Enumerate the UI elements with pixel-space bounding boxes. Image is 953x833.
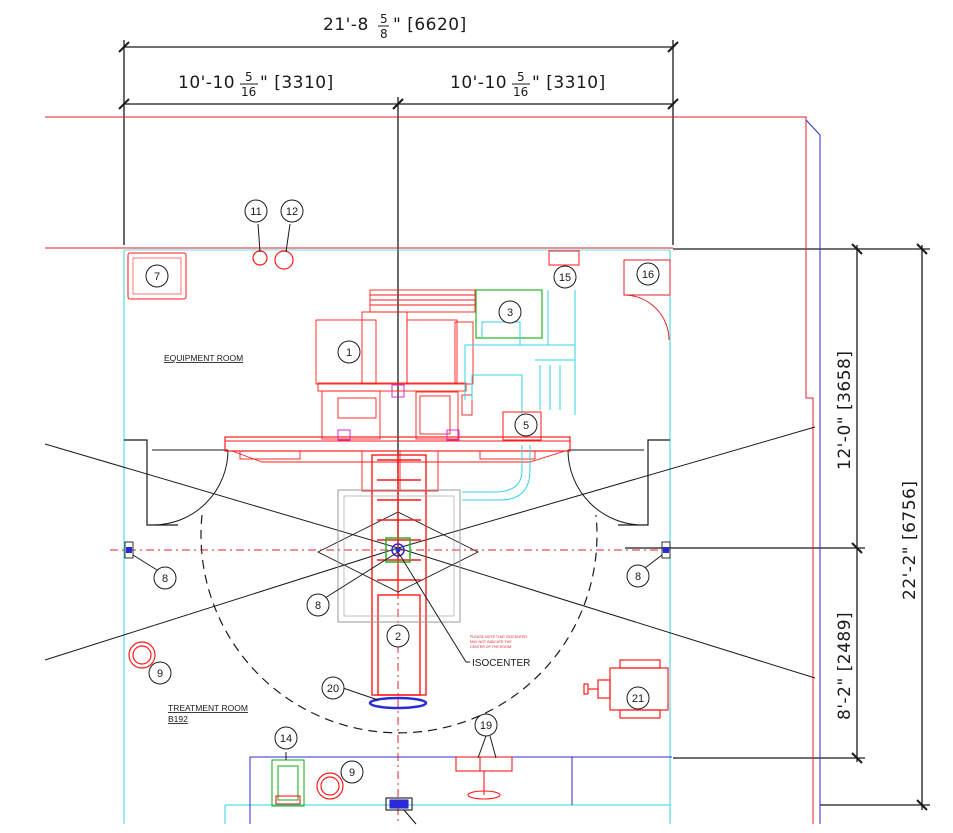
unit-21-fixture xyxy=(583,659,669,719)
linac-machine xyxy=(224,289,571,492)
treatment-room-label: TREATMENT ROOM xyxy=(168,703,248,713)
callout-bubbles xyxy=(145,199,660,784)
treatment-room-number: B192 xyxy=(168,714,188,724)
lower-depth-dimension: 8'-2" [2489] xyxy=(835,612,855,720)
unit-7-box xyxy=(127,252,187,300)
callout-8-left: 8 xyxy=(162,573,168,585)
callout-21: 21 xyxy=(632,693,644,705)
left-half-dimension: 10'-10 5 16 " [3310] xyxy=(178,70,334,99)
left-half-main: 10'-10 xyxy=(178,73,235,93)
red-circles xyxy=(128,250,344,800)
left-half-num: 5 xyxy=(245,70,253,84)
equipment-room-label: EQUIPMENT ROOM xyxy=(164,353,243,363)
cyan-piping xyxy=(462,290,576,501)
callout-20: 20 xyxy=(327,683,339,695)
treatment-arc xyxy=(200,514,598,734)
upper-depth-dimension: 12'-0" [3658] xyxy=(835,350,855,470)
callout-9-upper: 9 xyxy=(157,668,163,680)
right-dimensions xyxy=(625,243,930,811)
callout-5: 5 xyxy=(523,420,529,432)
couch-foot xyxy=(368,696,428,710)
overall-width-tail: " [6620] xyxy=(393,15,467,35)
leader-lines xyxy=(132,223,663,760)
callout-19: 19 xyxy=(480,720,492,732)
left-sensor xyxy=(124,541,134,559)
callout-7: 7 xyxy=(154,271,160,283)
couch-base xyxy=(337,489,461,623)
lower-fixtures xyxy=(271,756,513,825)
right-half-tail: " [3310] xyxy=(532,73,606,93)
isocenter-note-line1: PLEASE NOTE THAT ISOCENTER xyxy=(470,635,527,639)
callout-9-lower: 9 xyxy=(349,767,355,779)
overall-depth-dimension: 22'-2" [6756] xyxy=(900,480,920,600)
right-half-den: 16 xyxy=(513,85,528,99)
callout-2: 2 xyxy=(395,631,401,643)
isocenter-note-line3: CENTER OF THE ROOM xyxy=(470,645,511,649)
left-half-tail: " [3310] xyxy=(260,73,334,93)
isocenter-label: ISOCENTER xyxy=(472,658,530,669)
magenta-markers xyxy=(337,384,460,441)
overall-width-den: 8 xyxy=(380,27,388,41)
callout-8-right: 8 xyxy=(635,571,641,583)
isocenter-marker xyxy=(385,537,411,563)
sight-lines xyxy=(44,426,816,679)
overall-width-main: 21'-8 xyxy=(323,15,369,35)
right-half-dimension: 10'-10 5 16 " [3310] xyxy=(450,70,606,99)
right-sensor xyxy=(661,541,671,559)
green-unit xyxy=(475,289,543,345)
callout-8-center: 8 xyxy=(315,600,321,612)
right-half-num: 5 xyxy=(517,70,525,84)
building-walls xyxy=(45,116,821,824)
isocenter-note-line2: MAY NOT INDICATE THE xyxy=(470,640,512,644)
callout-12: 12 xyxy=(286,206,298,218)
unit-5-box xyxy=(502,411,542,441)
callout-15: 15 xyxy=(559,272,571,284)
callout-14: 14 xyxy=(280,733,292,745)
callout-3: 3 xyxy=(507,307,513,319)
callout-numbers: 1 2 3 5 7 8 8 8 9 9 11 12 14 15 16 19 20… xyxy=(154,206,654,779)
callout-16: 16 xyxy=(642,269,654,281)
callout-1: 1 xyxy=(346,347,352,359)
callout-11: 11 xyxy=(250,206,261,218)
left-half-den: 16 xyxy=(241,85,256,99)
overall-width-dimension: 21'-8 5 8 " [6620] xyxy=(323,12,467,41)
unit-15-box xyxy=(548,250,580,266)
right-half-main: 10'-10 xyxy=(450,73,507,93)
treatment-couch xyxy=(371,454,427,696)
overall-width-num: 5 xyxy=(380,12,388,26)
